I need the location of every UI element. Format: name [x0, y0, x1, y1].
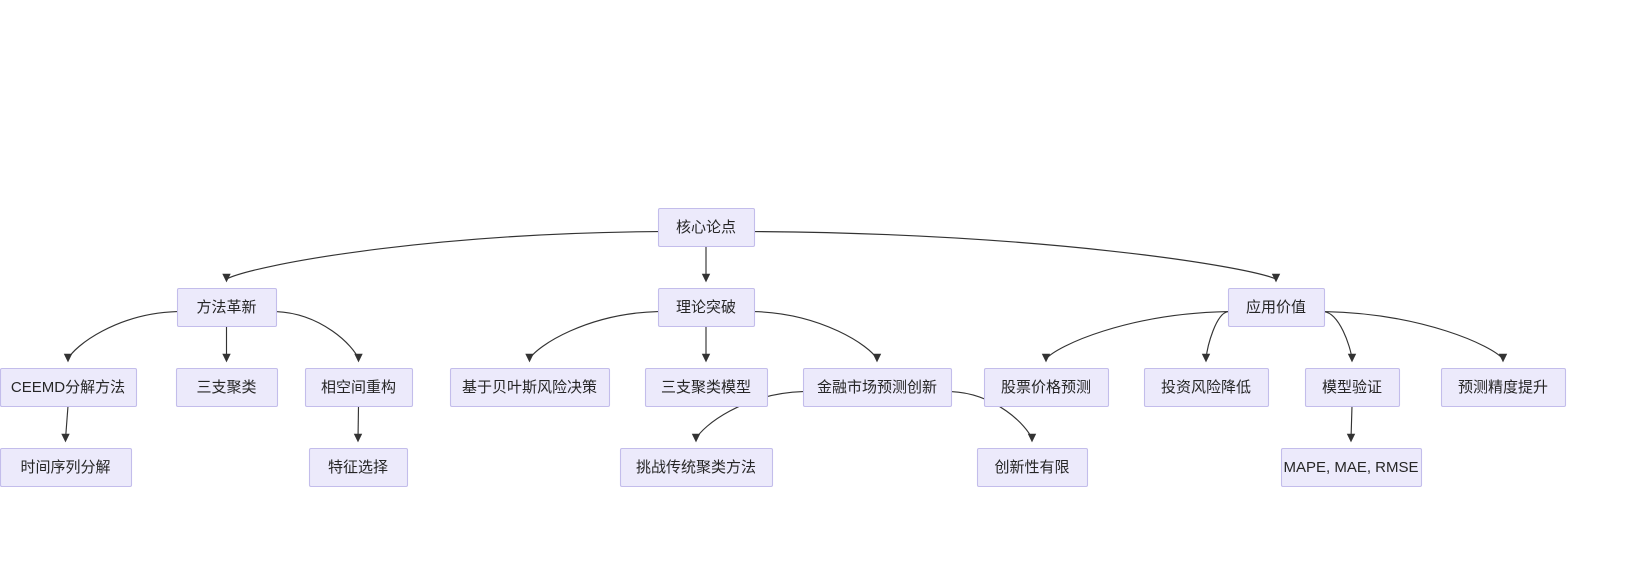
arrowhead-root-to-method — [222, 273, 231, 283]
node-limited[interactable]: 创新性有限 — [976, 447, 1089, 488]
node-label-application: 应用价值 — [1246, 298, 1306, 316]
arrowhead-application-to-stock — [1041, 353, 1051, 363]
node-box-accuracy[interactable] — [1440, 367, 1567, 408]
node-featsel[interactable]: 特征选择 — [308, 447, 409, 488]
node-label-challenge: 挑战传统聚类方法 — [636, 459, 756, 476]
arrowhead-phase-to-featsel — [353, 433, 363, 443]
edge-root-to-application — [753, 230, 1277, 280]
arrowhead-method-to-threeway — [222, 353, 231, 363]
node-label-accuracy: 预测精度提升 — [1458, 379, 1548, 396]
arrowhead-finance-to-limited — [1027, 433, 1037, 443]
node-box-phase[interactable] — [304, 367, 414, 408]
node-root[interactable]: 核心论点 — [657, 207, 756, 248]
node-label-twmodel: 三支聚类模型 — [661, 379, 751, 396]
edge-root-to-method — [226, 230, 659, 280]
arrowhead-application-to-accuracy — [1498, 353, 1508, 363]
node-box-application[interactable] — [1227, 287, 1326, 328]
arrowhead-theory-to-bayes — [525, 353, 534, 363]
node-label-bayes: 基于贝叶斯风险决策 — [462, 379, 597, 396]
arrowhead-root-to-theory — [701, 273, 711, 283]
edge-theory-to-bayes — [529, 310, 659, 360]
arrowhead-method-to-phase — [354, 353, 363, 363]
node-label-threeway: 三支聚类 — [196, 379, 256, 396]
node-accuracy[interactable]: 预测精度提升 — [1440, 367, 1567, 408]
node-application[interactable]: 应用价值 — [1227, 287, 1326, 328]
node-theory[interactable]: 理论突破 — [657, 287, 756, 328]
arrowhead-method-to-ceemd — [63, 353, 73, 363]
node-box-challenge[interactable] — [619, 447, 774, 488]
arrowhead-finance-to-challenge — [691, 433, 701, 443]
node-threeway[interactable]: 三支聚类 — [175, 367, 279, 408]
node-box-twmodel[interactable] — [644, 367, 769, 408]
node-finance[interactable]: 金融市场预测创新 — [802, 367, 953, 408]
edge-method-to-phase — [275, 310, 360, 360]
node-label-phase: 相空间重构 — [321, 379, 396, 396]
node-label-root: 核心论点 — [676, 219, 736, 236]
node-challenge[interactable]: 挑战传统聚类方法 — [619, 447, 774, 488]
node-metrics[interactable]: MAPE, MAE, RMSE — [1280, 447, 1423, 488]
node-box-threeway[interactable] — [175, 367, 279, 408]
node-box-risk[interactable] — [1143, 367, 1270, 408]
arrowhead-validate-to-metrics — [1346, 433, 1356, 443]
node-label-method: 方法革新 — [196, 299, 256, 316]
arrowhead-theory-to-twmodel — [701, 353, 711, 363]
node-bayes[interactable]: 基于贝叶斯风险决策 — [449, 367, 611, 408]
node-label-validate: 模型验证 — [1322, 379, 1382, 396]
arrowhead-theory-to-finance — [872, 353, 882, 363]
node-method[interactable]: 方法革新 — [176, 287, 278, 328]
node-label-ceemd: CEEMD分解方法 — [11, 379, 125, 396]
node-validate[interactable]: 模型验证 — [1304, 367, 1401, 408]
edge-application-to-stock — [1045, 310, 1229, 360]
edges-layer — [61, 230, 1508, 443]
node-box-finance[interactable] — [802, 367, 953, 408]
edge-validate-to-metrics — [1350, 405, 1353, 440]
arrowhead-root-to-application — [1271, 273, 1281, 283]
node-phase[interactable]: 相空间重构 — [304, 367, 414, 408]
arrowhead-application-to-validate — [1347, 353, 1357, 363]
node-label-finance: 金融市场预测创新 — [817, 379, 937, 396]
node-ceemd[interactable]: CEEMD分解方法 — [0, 367, 138, 408]
node-box-featsel[interactable] — [308, 447, 409, 488]
node-box-validate[interactable] — [1304, 367, 1401, 408]
node-label-tsdecomp: 时间序列分解 — [20, 459, 110, 476]
node-label-limited: 创新性有限 — [994, 459, 1069, 476]
arrowhead-application-to-risk — [1201, 353, 1211, 363]
edge-theory-to-finance — [753, 310, 878, 360]
node-label-risk: 投资风险降低 — [1161, 379, 1251, 396]
node-label-featsel: 特征选择 — [328, 459, 388, 476]
node-box-ceemd[interactable] — [0, 367, 138, 408]
edge-application-to-accuracy — [1323, 310, 1504, 360]
node-stock[interactable]: 股票价格预测 — [983, 367, 1110, 408]
node-box-root[interactable] — [657, 207, 756, 248]
edge-phase-to-featsel — [357, 405, 360, 440]
edge-application-to-validate — [1323, 310, 1353, 360]
node-box-method[interactable] — [176, 287, 278, 328]
node-label-metrics: MAPE, MAE, RMSE — [1283, 459, 1418, 476]
arrowhead-ceemd-to-tsdecomp — [61, 433, 70, 443]
node-box-bayes[interactable] — [449, 367, 611, 408]
node-box-stock[interactable] — [983, 367, 1110, 408]
node-box-tsdecomp[interactable] — [0, 447, 133, 488]
node-twmodel[interactable]: 三支聚类模型 — [644, 367, 769, 408]
node-box-metrics[interactable] — [1280, 447, 1423, 488]
edge-application-to-risk — [1205, 310, 1229, 360]
node-label-stock: 股票价格预测 — [1001, 379, 1091, 396]
edge-ceemd-to-tsdecomp — [64, 405, 69, 440]
node-box-limited[interactable] — [976, 447, 1089, 488]
node-risk[interactable]: 投资风险降低 — [1143, 367, 1270, 408]
node-label-theory: 理论突破 — [676, 299, 736, 316]
node-tsdecomp[interactable]: 时间序列分解 — [0, 447, 133, 488]
edge-method-to-ceemd — [67, 310, 178, 360]
node-box-theory[interactable] — [657, 287, 756, 328]
